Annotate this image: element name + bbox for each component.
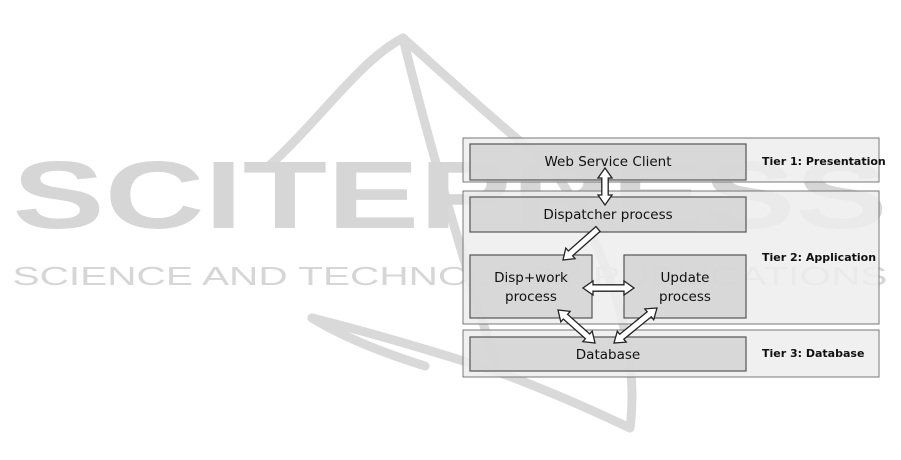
- disp-work-label-line2: process: [505, 289, 557, 305]
- update-process-box: [624, 255, 746, 318]
- disp-work-label-line1: Disp+work: [494, 270, 568, 286]
- update-label-line1: Update: [661, 270, 710, 286]
- update-label-line2: process: [659, 289, 711, 305]
- tier3-label: Tier 3: Database: [762, 347, 864, 360]
- dispatcher-process-label: Dispatcher process: [543, 207, 672, 223]
- disp-work-process-box: [470, 255, 592, 318]
- database-label: Database: [576, 347, 640, 363]
- tier1-label: Tier 1: Presentation: [762, 155, 886, 168]
- web-service-client-label: Web Service Client: [545, 154, 672, 170]
- tier2-label: Tier 2: Application: [762, 251, 876, 264]
